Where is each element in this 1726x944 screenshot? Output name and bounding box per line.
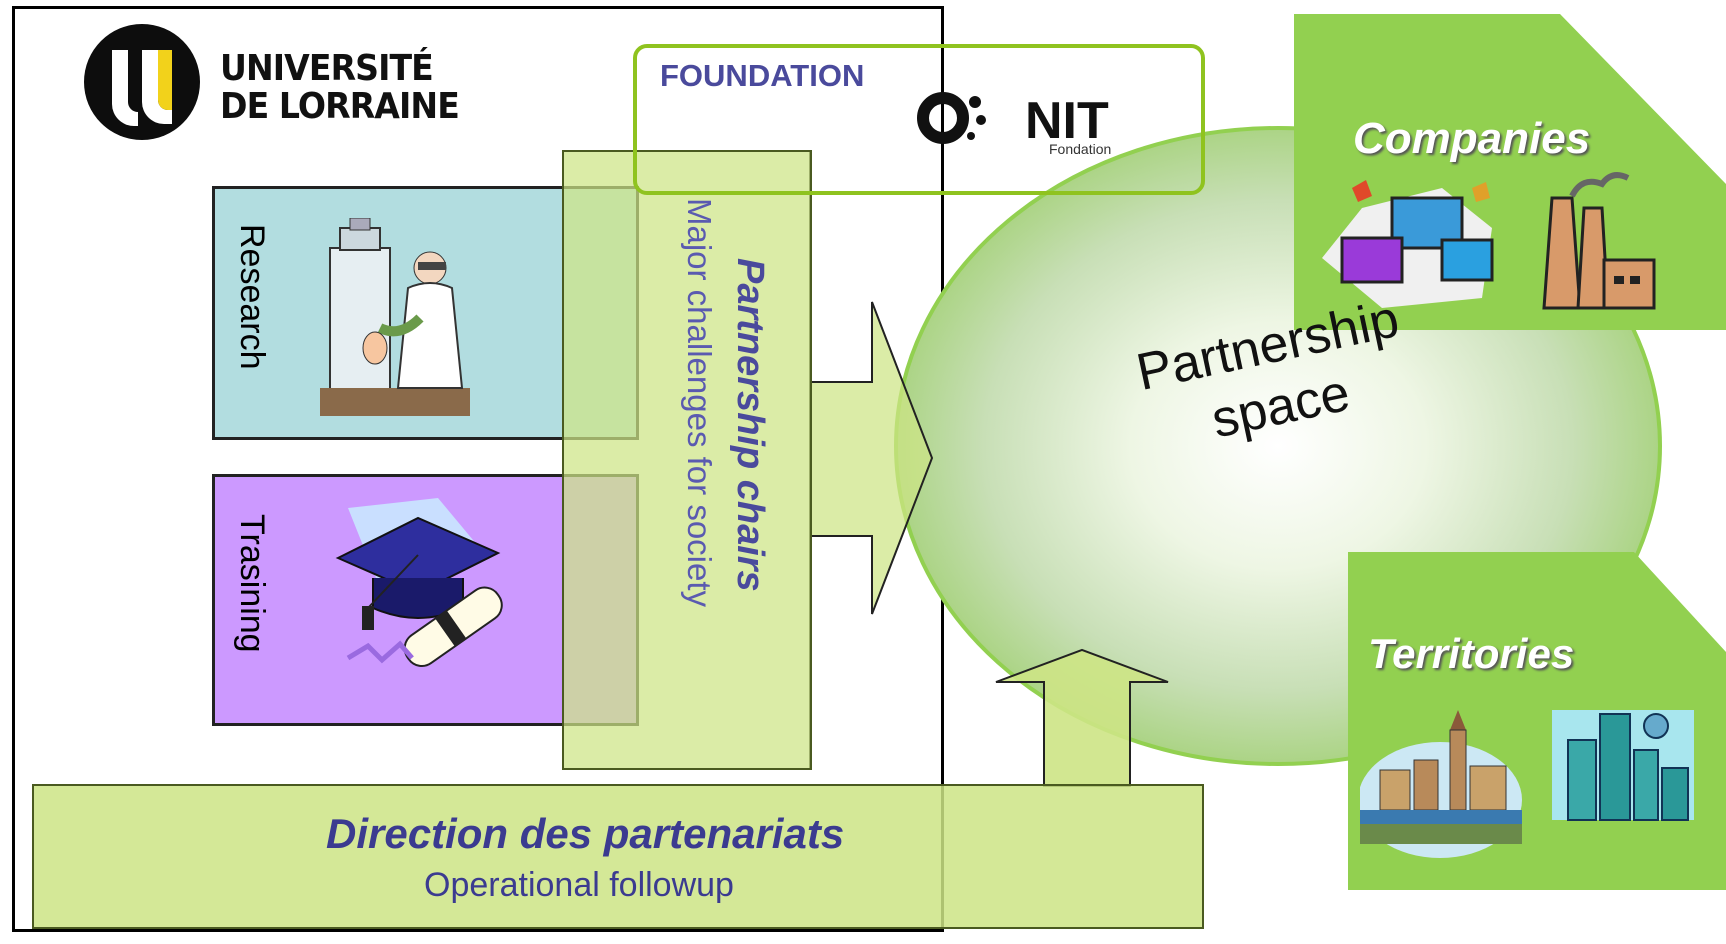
scientist-lab-icon (320, 218, 470, 416)
direction-band (32, 784, 1204, 929)
partnership-chairs-subtitle: Major challenges for society (681, 198, 718, 608)
nit-foundation-logo: NIT Fondation (917, 92, 1111, 156)
direction-title: Direction des partenariats (326, 810, 845, 857)
training-label: Trasining (233, 514, 271, 653)
town-city-icon (1360, 710, 1694, 858)
university-name-line1: UNIVERSITÉ (220, 48, 434, 89)
foundation-title: FOUNDATION (660, 58, 865, 93)
computers-factory-icon (1322, 172, 1656, 310)
partnership-chairs-title: Partnership chairs (729, 258, 771, 592)
ul-logo-icon (84, 24, 200, 140)
nit-logo-text: NIT (1025, 92, 1109, 150)
university-name-line2: DE LORRAINE (220, 86, 460, 127)
territories-title: Territories (1368, 630, 1575, 677)
university-name: UNIVERSITÉ DE LORRAINE (220, 48, 460, 127)
partnership-chairs-band (562, 150, 812, 770)
nit-logo-subtext: Fondation (1049, 141, 1111, 156)
direction-subtitle: Operational followup (424, 866, 734, 904)
research-label: Research (233, 224, 271, 370)
companies-title: Companies (1353, 114, 1591, 163)
graduation-cap-diploma-icon (335, 498, 503, 667)
